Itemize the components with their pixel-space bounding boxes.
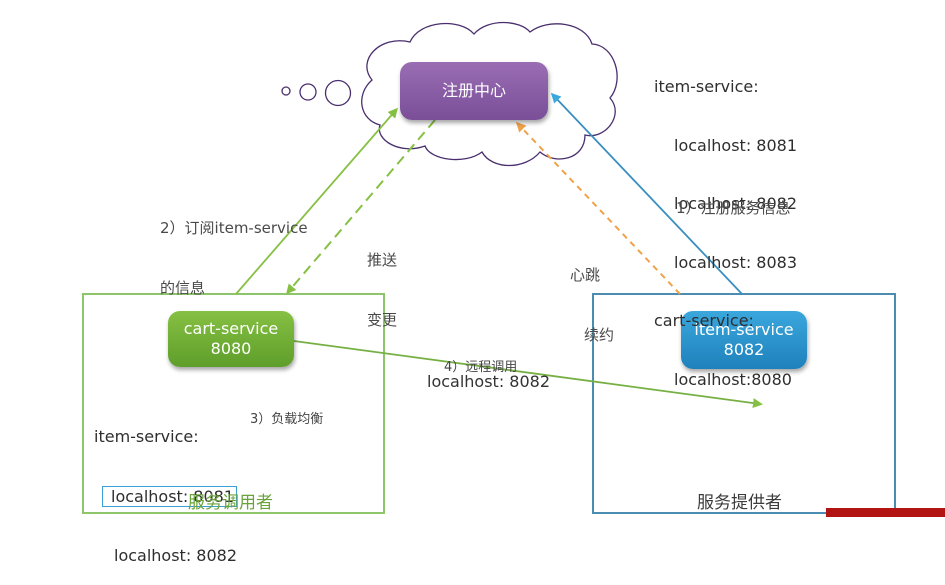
registry-instance: localhost: 8083	[674, 252, 798, 272]
provider-box-title: 服务提供者	[697, 493, 782, 513]
item-service-name: item-service	[694, 320, 794, 339]
registry-service-name: cart-service:	[654, 311, 754, 330]
push-change-arrow	[286, 119, 436, 295]
registry-service-name: item-service:	[654, 77, 759, 96]
subscribe-label-line2: 的信息	[160, 279, 206, 297]
remote-call-label-line2: localhost: 8082	[427, 372, 551, 391]
registry-instance: localhost: 8082	[674, 194, 798, 213]
heartbeat-label-line1: 心跳	[570, 266, 601, 284]
thought-bubble-large	[324, 79, 352, 107]
item-service-node[interactable]: item-service 8082	[681, 311, 807, 369]
watermark-bar	[826, 508, 945, 517]
item-service-port: 8082	[723, 340, 765, 359]
push-label-line2: 变更	[367, 311, 398, 329]
cart-service-node[interactable]: cart-service 8080	[168, 311, 294, 367]
register-label: 1）注册服务信息	[676, 199, 791, 217]
remote-call-label-line1: 4）远程调用	[444, 360, 518, 375]
consumer-box-title: 服务调用者	[188, 493, 273, 513]
cart-service-name: cart-service	[183, 319, 279, 338]
push-change-label: 推送 变更	[367, 210, 397, 350]
registry-instance: localhost:8080	[674, 369, 792, 389]
thought-bubble-medium	[299, 83, 317, 101]
registry-instance: localhost: 8081	[674, 135, 798, 155]
heartbeat-label-line2: 续约	[584, 326, 615, 344]
registry-label: 注册中心	[441, 81, 506, 100]
load-balance-label: 3）负载均衡	[250, 412, 324, 427]
subscribe-label: 2）订阅item-service 的信息	[160, 178, 308, 318]
subscribe-arrow	[235, 107, 398, 295]
heartbeat-label: 心跳 续约	[570, 225, 614, 365]
selected-instance[interactable]: localhost: 8081	[102, 485, 238, 507]
registry-service-list: item-service: localhost: 8081 localhost:…	[654, 38, 797, 409]
registry-node[interactable]: 注册中心	[400, 62, 548, 120]
consumer-cache-list: item-service: localhost: 8081 localhost:…	[94, 388, 238, 585]
cache-instance: localhost: 8082	[114, 546, 238, 565]
thought-bubble-small	[281, 86, 291, 96]
remote-call-arrow	[293, 340, 763, 409]
register-arrow	[550, 92, 743, 295]
push-label-line1: 推送	[367, 251, 398, 269]
consumer-box	[82, 293, 385, 514]
provider-box	[592, 293, 896, 514]
consumer-cache-service: item-service:	[94, 427, 199, 446]
subscribe-label-line1: 2）订阅item-service	[160, 219, 308, 237]
cart-service-port: 8080	[210, 339, 252, 358]
